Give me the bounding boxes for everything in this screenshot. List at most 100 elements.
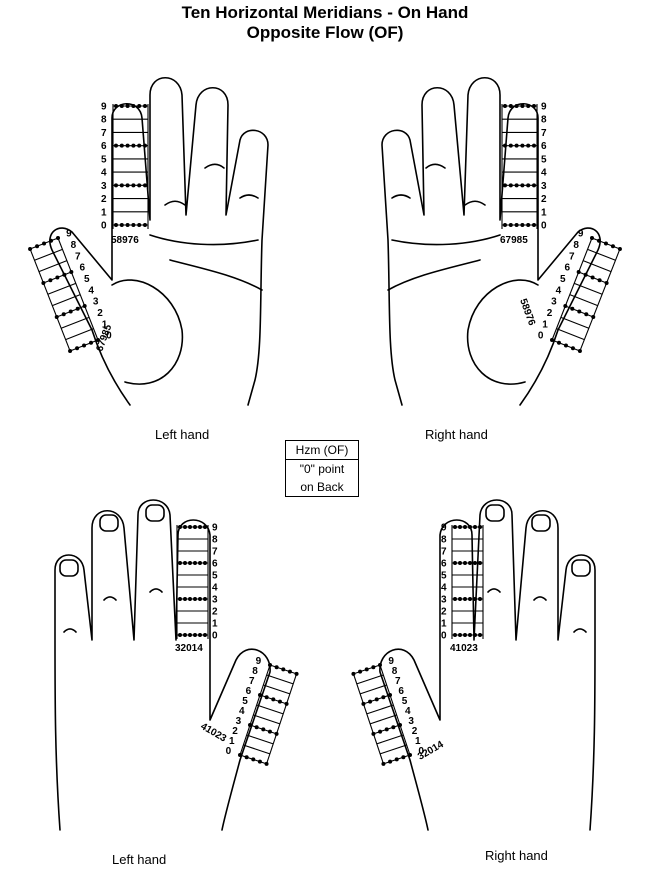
page-title: Ten Horizontal Meridians - On Hand <box>181 3 469 22</box>
palm-left-finger-dot-3-0 <box>114 183 118 188</box>
palm-right-finger-dot-3-4 <box>526 183 531 188</box>
back-right-thumb-num-7: 7 <box>395 676 401 687</box>
back-left-finger-dot-6-5 <box>203 561 207 565</box>
palm-right-thumb-base-seq: 58976 <box>517 297 537 327</box>
back-left-finger-dot-3-2 <box>188 597 192 601</box>
palm-right-thumb-dot-3-3 <box>584 312 589 317</box>
palm-right-thumb-rung-8 <box>587 248 616 261</box>
back-left-finger-dot-0-5 <box>203 633 207 637</box>
palm-right-finger-base-seq: 67985 <box>500 235 528 246</box>
palm-right-thumb-dot-6-1 <box>583 272 588 277</box>
back-right-finger-num-1: 1 <box>441 619 447 630</box>
back-right-finger-dot-9-0 <box>453 525 457 529</box>
palm-left-finger-dot-6-2 <box>125 143 130 148</box>
palm-left-thumb-dot-6-3 <box>48 278 53 283</box>
back-right-thumb-num-2: 2 <box>412 726 418 737</box>
back-right-finger-num-4: 4 <box>441 583 447 594</box>
palm-right-finger-num-2: 2 <box>541 194 547 205</box>
palm-right-finger-dot-3-5 <box>532 183 536 188</box>
back-left-finger-dot-6-0 <box>178 561 182 565</box>
palm-right-thumb-num-8: 8 <box>573 240 579 251</box>
back-left-finger-num-4: 4 <box>212 583 218 594</box>
palm-right-thumb-rung-7 <box>582 260 612 273</box>
back-left-finger-dot-9-0 <box>178 525 182 529</box>
palm-left-hand <box>49 77 269 406</box>
back-left-thumb-dot-9-3 <box>287 669 292 674</box>
palm-right-finger-num-0: 0 <box>541 221 547 232</box>
palm-left-finger-dot-0-5 <box>143 223 147 227</box>
palm-right-thumb-num-3: 3 <box>551 297 557 308</box>
palm-left-thumb-rung-2 <box>60 316 90 329</box>
back-right-finger-dot-0-1 <box>458 633 462 637</box>
palm-left-thumb-dot-6-2 <box>55 275 60 280</box>
back-left-finger-dot-0-3 <box>193 633 197 637</box>
palm-left-thumb-rung-8 <box>34 248 63 261</box>
palm-left-finger-dot-3-5 <box>143 183 147 188</box>
back-left-finger-dot-9-4 <box>198 525 202 529</box>
back-left-finger-dot-9-1 <box>183 525 187 529</box>
palm-left-finger-dot-9-2 <box>125 104 130 108</box>
back-left-finger-dot-6-4 <box>198 561 202 565</box>
back-left-finger-dot-0-2 <box>188 633 192 637</box>
back-left-finger-dot-9-5 <box>203 525 207 529</box>
palm-right-finger-dot-9-0 <box>503 104 507 108</box>
back-right-finger-dot-9-5 <box>478 525 482 529</box>
palm-right-thumb-rung-4 <box>569 294 598 307</box>
legend-line-2: on Back <box>300 480 344 494</box>
back-right-thumb-rung-4 <box>369 714 397 725</box>
back-left-thumb-num-6: 6 <box>246 686 252 697</box>
back-left-thumb-rung-7 <box>263 684 291 695</box>
palm-left-thumb-num-4: 4 <box>88 285 94 296</box>
back-left-thumb-num-2: 2 <box>232 726 238 737</box>
palm-left-thumb-num-0: 0 <box>106 331 112 342</box>
palm-left-thumb-num-5: 5 <box>84 274 90 285</box>
palm-left-finger-dot-0-0 <box>114 223 118 227</box>
back-right-finger-num-7: 7 <box>441 547 447 558</box>
back-right-thumb-num-8: 8 <box>392 666 398 677</box>
back-left-thumb-num-9: 9 <box>256 656 262 667</box>
back-left-finger-num-9: 9 <box>212 523 218 534</box>
back-left-thumb-num-8: 8 <box>252 666 258 677</box>
palm-right-thumb-num-7: 7 <box>569 251 575 262</box>
label-top-right-hand: Right hand <box>425 427 488 442</box>
back-right-thumb-dot-6-2 <box>374 697 379 702</box>
back-left-finger-dot-9-3 <box>193 525 197 529</box>
palm-left-thumb-rail-b <box>29 248 71 352</box>
palm-right-finger-num-8: 8 <box>541 115 547 126</box>
palm-right-finger-num-4: 4 <box>541 168 547 179</box>
palm-right-finger-dot-3-2 <box>514 183 519 188</box>
back-left-thumb-num-0: 0 <box>226 746 232 757</box>
back-right-thumb-rung-2 <box>376 734 404 745</box>
palm-right-finger-dot-3-0 <box>503 183 507 188</box>
palm-right-finger-dot-3-1 <box>508 183 513 188</box>
palm-right-finger-dot-6-0 <box>503 143 507 148</box>
palm-left-finger-dot-9-1 <box>119 104 124 108</box>
palm-right-thumb-num-0: 0 <box>538 331 544 342</box>
palm-left-finger-dot-6-3 <box>131 143 136 148</box>
back-right-thumb-num-1: 1 <box>415 736 421 747</box>
back-left-finger-dot-0-1 <box>183 633 187 637</box>
back-left-finger-num-7: 7 <box>212 547 218 558</box>
label-top-left-hand: Left hand <box>155 427 210 442</box>
back-right-finger-dot-3-3 <box>468 597 472 601</box>
palm-left-finger-num-8: 8 <box>101 115 107 126</box>
back-left-thumb-dot-0-2 <box>251 757 256 762</box>
palm-left-thumb-rung-1 <box>65 328 94 341</box>
back-right-finger-num-9: 9 <box>441 523 447 534</box>
legend-box: Hzm (OF) "0" point on Back <box>285 440 359 497</box>
back-left-thumb-rail-b <box>266 673 298 765</box>
back-right-thumb-dot-9-1 <box>371 665 376 670</box>
palm-left-finger-dot-0-1 <box>119 223 124 227</box>
back-right-finger-dot-6-5 <box>478 561 482 565</box>
palm-left-thumb-num-2: 2 <box>97 308 103 319</box>
back-left-thumb-num-7: 7 <box>249 676 255 687</box>
palm-left-thumb-rail-a <box>57 237 99 341</box>
palm-left-finger-dot-3-3 <box>131 183 136 188</box>
palm-right-finger-num-9: 9 <box>541 102 547 113</box>
palm-left-finger-dot-3-1 <box>119 183 124 188</box>
palm-left-finger-num-0: 0 <box>101 221 107 232</box>
back-right-thumb-rail-a <box>379 664 411 756</box>
palm-right-thumb-dot-6-3 <box>597 278 602 283</box>
palm-left-finger-num-5: 5 <box>101 154 107 165</box>
palm-left-thumb-rung-7 <box>38 260 68 273</box>
